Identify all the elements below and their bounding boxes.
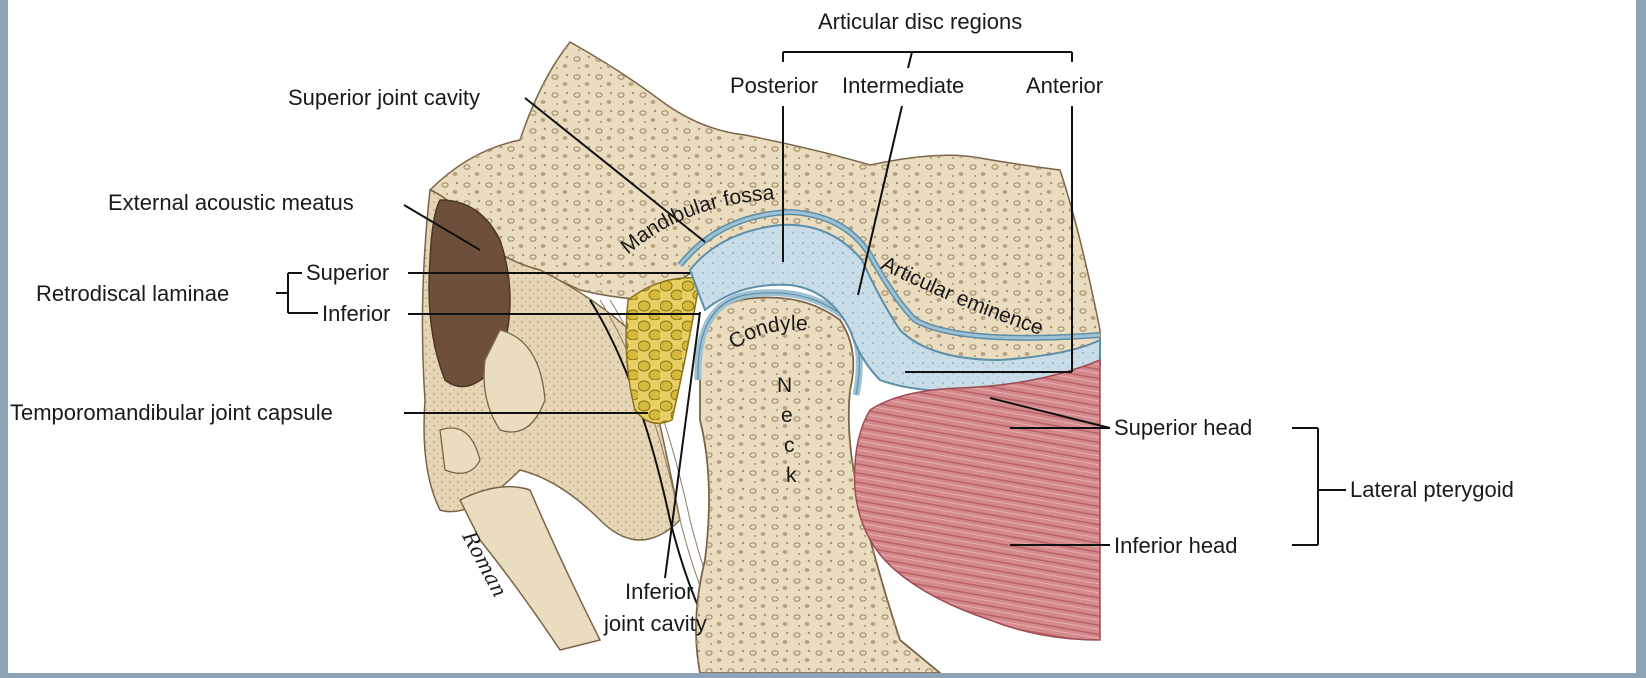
superior-head-label: Superior head (1114, 416, 1252, 440)
articular-disc-regions-label: Articular disc regions (818, 10, 1022, 34)
neck-letter-e: e (781, 404, 793, 427)
external-acoustic-meatus-label: External acoustic meatus (108, 191, 354, 215)
inferior-head-label: Inferior head (1114, 534, 1238, 558)
neck-letter-k: k (786, 464, 797, 487)
inferior-joint-cavity-label-line1: Inferior (625, 580, 693, 604)
anterior-label: Anterior (1026, 74, 1103, 98)
retrodiscal-superior-label: Superior (306, 261, 389, 285)
retrodiscal-laminae-label: Retrodiscal laminae (36, 282, 229, 306)
neck-letter-n: N (777, 374, 792, 397)
superior-joint-cavity-label: Superior joint cavity (288, 86, 480, 110)
posterior-label: Posterior (730, 74, 818, 98)
neck-letter-c: c (784, 434, 795, 457)
retrodiscal-inferior-label: Inferior (322, 302, 390, 326)
lateral-pterygoid-label: Lateral pterygoid (1350, 478, 1514, 502)
tmj-capsule-label: Temporomandibular joint capsule (10, 401, 333, 425)
intermediate-label: Intermediate (842, 74, 964, 98)
inferior-joint-cavity-label-line2: joint cavity (604, 612, 707, 636)
